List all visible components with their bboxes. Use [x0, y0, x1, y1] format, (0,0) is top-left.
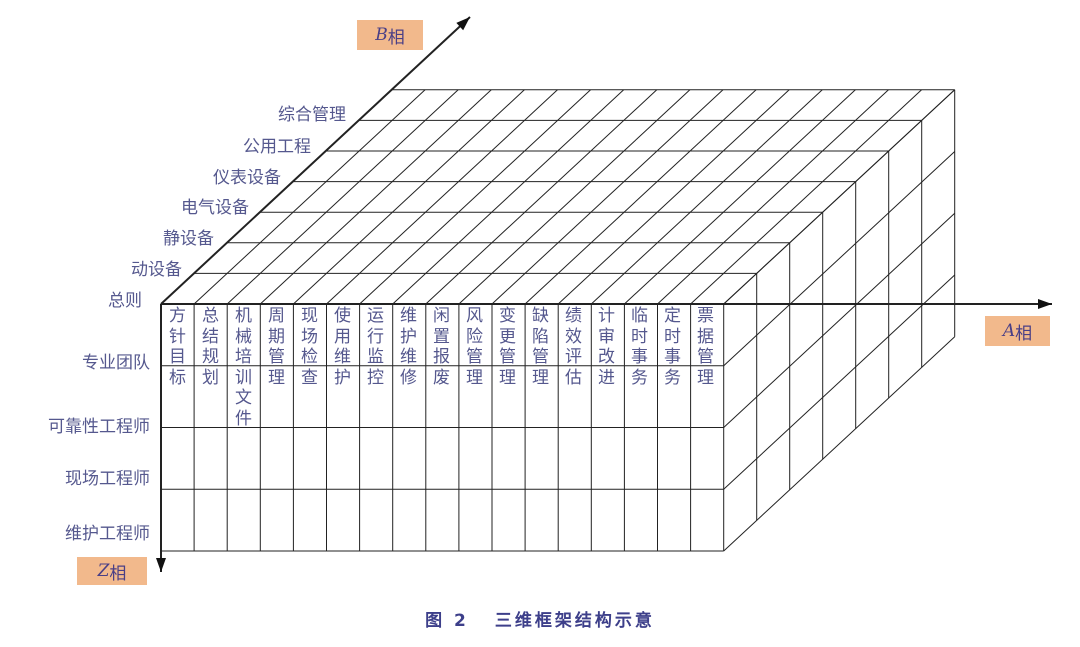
a-label-periodic-management: 周期管理 [268, 306, 285, 388]
a-label-risk-management: 风险管理 [466, 306, 483, 388]
grid-line [690, 89, 922, 305]
a-label-change-management: 变更管理 [499, 306, 516, 388]
grid-line [524, 89, 757, 305]
z-axis-suffix: 相 [109, 563, 127, 584]
grid-line [723, 89, 956, 305]
a-label-maintenance-repair: 维护维修 [400, 306, 417, 388]
b-axis-letter: B [375, 25, 388, 45]
a-axis-suffix: 相 [1015, 323, 1033, 344]
z-axis-letter: Z [97, 561, 110, 581]
grid-line [657, 89, 889, 305]
grid-line [293, 89, 525, 305]
grid-line [590, 89, 823, 305]
a-axis-arrow-icon [1038, 299, 1052, 309]
grid-line [392, 89, 625, 305]
grid-line [723, 274, 956, 490]
grid-line [359, 89, 591, 305]
z-label-maintenance-engineer: 维护工程师 [65, 524, 150, 544]
figure-number: 图 2 [425, 611, 469, 631]
b-label-integrated-management: 综合管理 [278, 105, 346, 125]
b-label-rotating-equipment: 动设备 [131, 260, 182, 280]
b-label-general: 总则 [108, 291, 142, 311]
a-axis-letter: A [1002, 321, 1016, 341]
grid-line [425, 89, 658, 305]
a-label-field-inspection: 现场检查 [301, 306, 318, 388]
grid-line [723, 151, 956, 367]
grid-line [723, 336, 956, 552]
grid-line [624, 89, 856, 305]
z-axis-arrow-icon [156, 558, 166, 572]
grid-line [326, 89, 558, 305]
a-label-document-management: 票据管理 [697, 306, 714, 388]
a-label-temporary-affairs: 临时事务 [631, 306, 648, 388]
a-label-scheduled-affairs: 定时事务 [664, 306, 681, 388]
a-label-defect-management: 缺陷管理 [532, 306, 549, 388]
grid-line [226, 89, 459, 305]
figure-title: 三维框架结构示意 [494, 611, 655, 631]
grid-line [193, 89, 426, 305]
grid-line [723, 212, 956, 428]
grid-line [458, 89, 691, 305]
a-label-performance-evaluation: 绩效评估 [565, 306, 582, 388]
b-label-instrument-equipment: 仪表设备 [213, 168, 281, 188]
a-label-operation-monitoring: 运行监控 [367, 306, 384, 388]
a-label-use-maintenance: 使用维护 [334, 306, 351, 388]
grid-line [557, 89, 790, 305]
a-label-idle-scrap: 闲置报废 [433, 306, 450, 388]
a-label-audit-improvement: 计审改进 [598, 306, 615, 388]
z-label-field-engineer: 现场工程师 [65, 469, 150, 489]
b-label-utilities: 公用工程 [243, 137, 311, 157]
a-label-policy-goals: 方针目标 [169, 306, 186, 388]
grid-line [259, 89, 492, 305]
b-axis-arrow-icon [456, 17, 470, 31]
b-axis-suffix: 相 [387, 27, 405, 48]
figure-caption: 图 2 三维框架结构示意 [0, 606, 1080, 631]
grid-line [491, 89, 724, 305]
a-label-machinery-training-docs: 机械培训文件 [235, 306, 252, 429]
z-label-professional-team: 专业团队 [82, 353, 150, 373]
a-label-summary-planning: 总结规划 [202, 306, 219, 388]
z-label-reliability-engineer: 可靠性工程师 [48, 417, 150, 437]
b-label-static-equipment: 静设备 [163, 229, 214, 249]
grid-line [160, 16, 471, 305]
b-label-electrical-equipment: 电气设备 [181, 198, 249, 218]
